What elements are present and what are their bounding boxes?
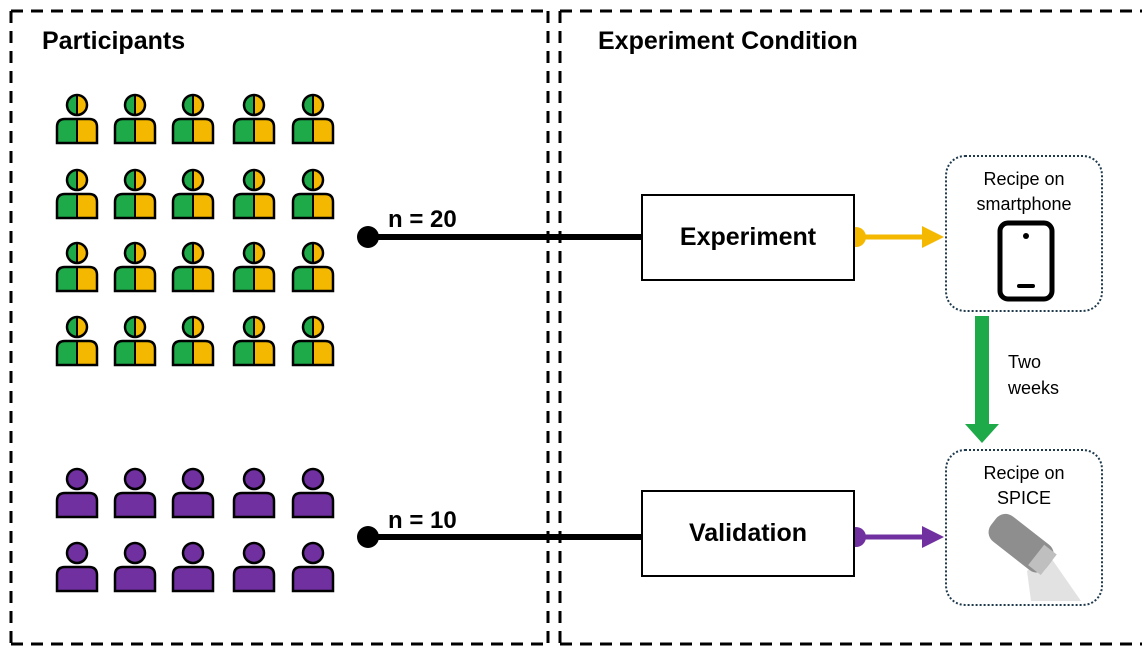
experiment-participant-icon: [113, 168, 157, 220]
two-weeks-line2: weeks: [1008, 378, 1060, 398]
experiment-participant-icon: [55, 168, 99, 220]
experiment-participant-icon: [232, 241, 276, 293]
validation-participant-icon: [232, 467, 276, 519]
participant-icons: [55, 93, 335, 593]
experiment-participant-icon: [113, 241, 157, 293]
experiment-participant-icon: [55, 315, 99, 367]
validation-group-count: n = 10: [388, 507, 457, 534]
two-weeks-arrow-shaft: [975, 316, 989, 426]
experiment-participant-icon: [171, 241, 215, 293]
experiment-participant-icon: [291, 241, 335, 293]
smartphone-card-line2: smartphone: [976, 194, 1072, 214]
experiment-participant-icon: [113, 93, 157, 145]
experiment-participant-icon: [291, 168, 335, 220]
two-weeks-label: Two weeks: [1008, 349, 1059, 401]
spice-recipe-card: Recipe on SPICE: [945, 449, 1103, 606]
experiment-participant-icon: [232, 168, 276, 220]
experiment-group-count: n = 20: [388, 206, 457, 233]
validation-box: Validation: [641, 490, 855, 577]
experiment-participant-icon: [291, 315, 335, 367]
two-weeks-line1: Two: [1008, 352, 1042, 372]
validation-participant-icon: [232, 541, 276, 593]
spice-card-line1: Recipe on: [983, 463, 1065, 483]
experiment-participant-icon: [171, 93, 215, 145]
experiment-participant-icon: [171, 315, 215, 367]
validation-participant-icon: [55, 467, 99, 519]
validation-participant-icon: [171, 541, 215, 593]
validation-arrowhead: [922, 526, 944, 548]
spice-card-line2: SPICE: [996, 488, 1052, 508]
validation-participant-icon: [291, 541, 335, 593]
experiment-participant-icon: [291, 93, 335, 145]
smartphone-card-line1: Recipe on: [983, 169, 1065, 189]
smartphone-recipe-card: Recipe on smartphone: [945, 155, 1103, 312]
experiment-condition-title: Experiment Condition: [598, 27, 858, 55]
validation-participant-icon: [55, 541, 99, 593]
validation-participant-icon: [291, 467, 335, 519]
experiment-box: Experiment: [641, 194, 855, 281]
experiment-participant-icon: [232, 315, 276, 367]
participants-title: Participants: [42, 27, 186, 55]
validation-participant-icon: [113, 467, 157, 519]
validation-participant-icon: [171, 467, 215, 519]
spice-projector-icon: [988, 513, 1081, 601]
experiment-arrowhead: [922, 226, 944, 248]
two-weeks-arrowhead: [965, 424, 999, 443]
experiment-participant-icon: [171, 168, 215, 220]
experiment-participant-icon: [232, 93, 276, 145]
smartphone-icon: [997, 220, 1055, 302]
experiment-participant-icon: [55, 93, 99, 145]
validation-participant-icon: [113, 541, 157, 593]
experiment-participant-icon: [113, 315, 157, 367]
experiment-participant-icon: [55, 241, 99, 293]
